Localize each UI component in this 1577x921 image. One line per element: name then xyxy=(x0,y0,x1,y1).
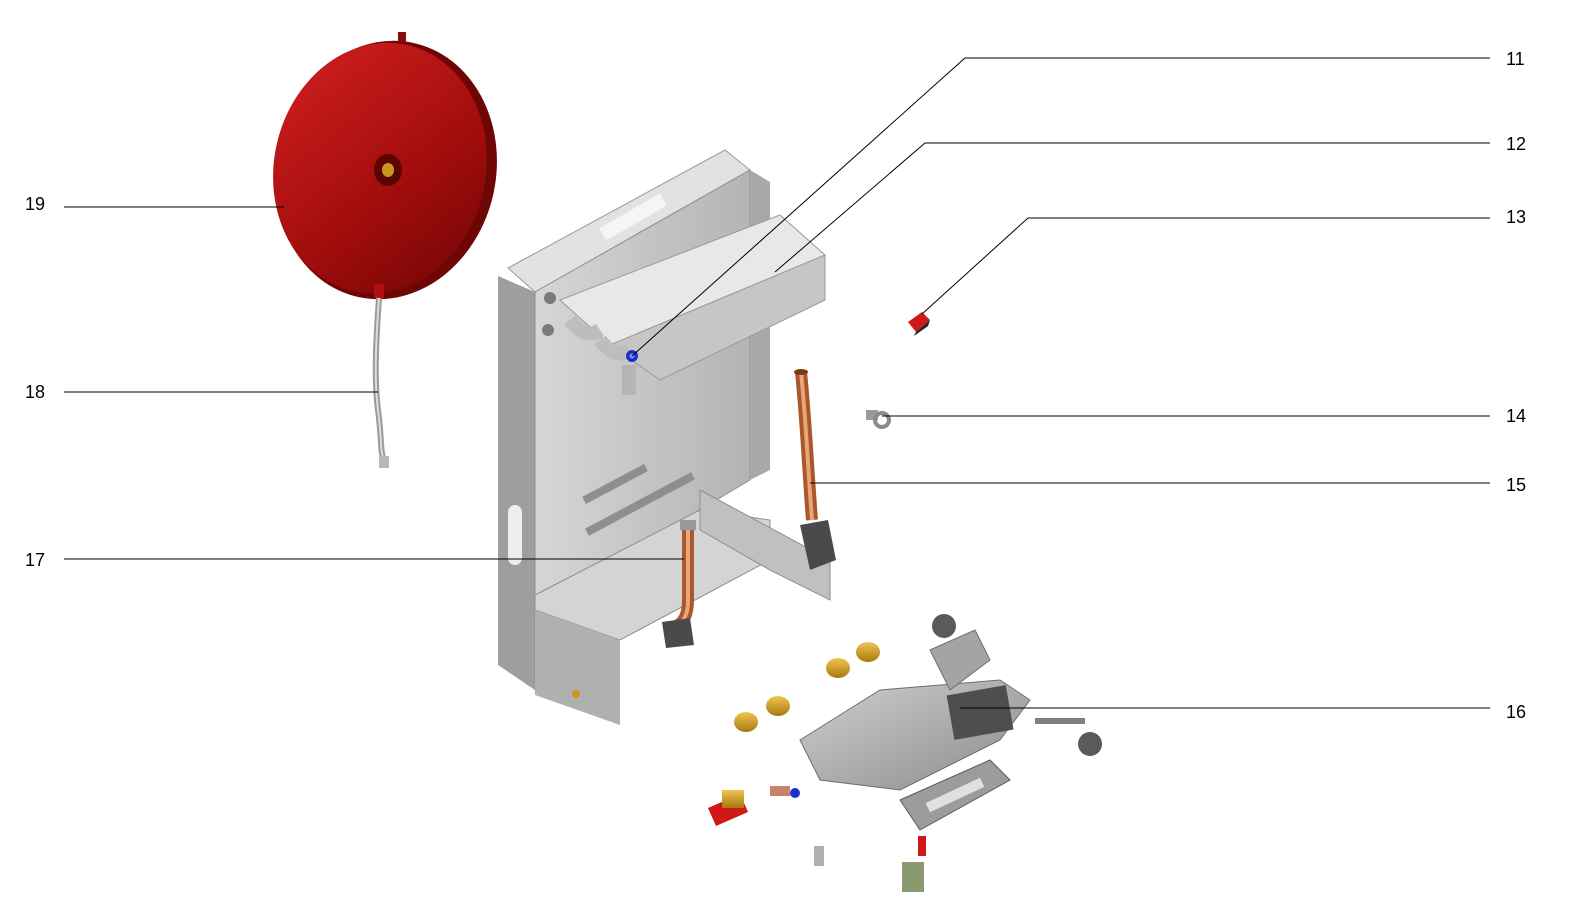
callout-label-18: 18 xyxy=(25,382,45,402)
callout-label-13: 13 xyxy=(1506,207,1526,227)
expansion-vessel xyxy=(273,32,497,300)
flexible-hose xyxy=(372,284,389,468)
leader-13 xyxy=(921,217,1490,315)
red-plug xyxy=(908,312,930,336)
callout-label-15: 15 xyxy=(1506,475,1526,495)
leader-lines xyxy=(64,57,1490,709)
copper-pipe-right xyxy=(794,369,836,570)
callout-labels: 11 12 13 14 15 16 17 18 19 xyxy=(25,49,1526,722)
callout-label-19: 19 xyxy=(25,194,45,214)
leader-12 xyxy=(774,142,1490,273)
callout-label-12: 12 xyxy=(1506,134,1526,154)
callout-label-11: 11 xyxy=(1506,49,1525,69)
boiler-chassis-frame xyxy=(498,149,831,725)
copper-pipe-left xyxy=(662,520,696,648)
callout-label-16: 16 xyxy=(1506,702,1526,722)
callout-label-14: 14 xyxy=(1506,406,1526,426)
pipe-clip xyxy=(866,410,891,429)
callout-label-17: 17 xyxy=(25,550,45,570)
leader-11 xyxy=(631,57,1490,357)
hydraulic-block xyxy=(708,614,1102,892)
